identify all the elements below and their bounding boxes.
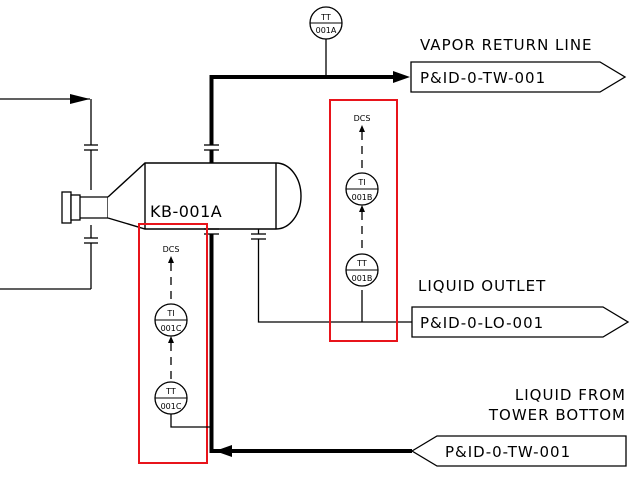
liquid-from-ref: P&ID-0-TW-001: [445, 443, 571, 461]
connector-liquid-from[interactable]: LIQUID FROM TOWER BOTTOM P&ID-0-TW-001: [410, 386, 627, 467]
svg-text:TT: TT: [165, 387, 176, 396]
vessel-kb-001a[interactable]: KB-001A: [107, 162, 302, 230]
instrument-tt-001c[interactable]: TT 001C: [154, 381, 188, 415]
svg-text:TT: TT: [320, 13, 331, 22]
svg-text:001C: 001C: [161, 324, 182, 333]
instrument-tt-001a[interactable]: TT 001A: [309, 6, 343, 40]
vapor-return-ref: P&ID-0-TW-001: [420, 69, 546, 87]
svg-text:001A: 001A: [316, 26, 337, 35]
vapor-return-line: [204, 39, 410, 163]
dcs-label-b: DCS: [354, 114, 371, 123]
connector-vapor-return[interactable]: VAPOR RETURN LINE P&ID-0-TW-001: [410, 36, 627, 93]
svg-text:TI: TI: [357, 178, 365, 187]
instrument-ti-001c[interactable]: TI 001C: [154, 303, 188, 337]
vapor-return-title: VAPOR RETURN LINE: [420, 36, 593, 54]
inlet-line: [0, 94, 98, 190]
vessel-inlet-nozzle: [61, 191, 109, 224]
svg-text:001B: 001B: [352, 193, 373, 202]
svg-text:TT: TT: [356, 259, 367, 268]
instrument-tt-001b[interactable]: TT 001B: [345, 253, 379, 287]
liquid-outlet-title: LIQUID OUTLET: [418, 277, 546, 295]
left-bottom-line: [0, 225, 98, 290]
instrument-group-b: DCS TI 001B TT 001B: [329, 99, 398, 342]
vessel-tag: KB-001A: [150, 202, 222, 221]
svg-text:TI: TI: [166, 309, 174, 318]
liquid-from-title-2: TOWER BOTTOM: [488, 406, 626, 424]
svg-text:001C: 001C: [161, 402, 182, 411]
dcs-label-c: DCS: [163, 245, 180, 254]
liquid-from-line: [204, 228, 412, 457]
instrument-ti-001b[interactable]: TI 001B: [345, 172, 379, 206]
liquid-outlet-line: [251, 229, 412, 323]
svg-text:001B: 001B: [352, 274, 373, 283]
liquid-from-title-1: LIQUID FROM: [515, 386, 626, 404]
connector-liquid-outlet[interactable]: LIQUID OUTLET P&ID-0-LO-001: [411, 277, 630, 338]
liquid-outlet-ref: P&ID-0-LO-001: [420, 314, 544, 332]
instrument-group-c: DCS TI 001C TT 001C: [138, 223, 211, 464]
